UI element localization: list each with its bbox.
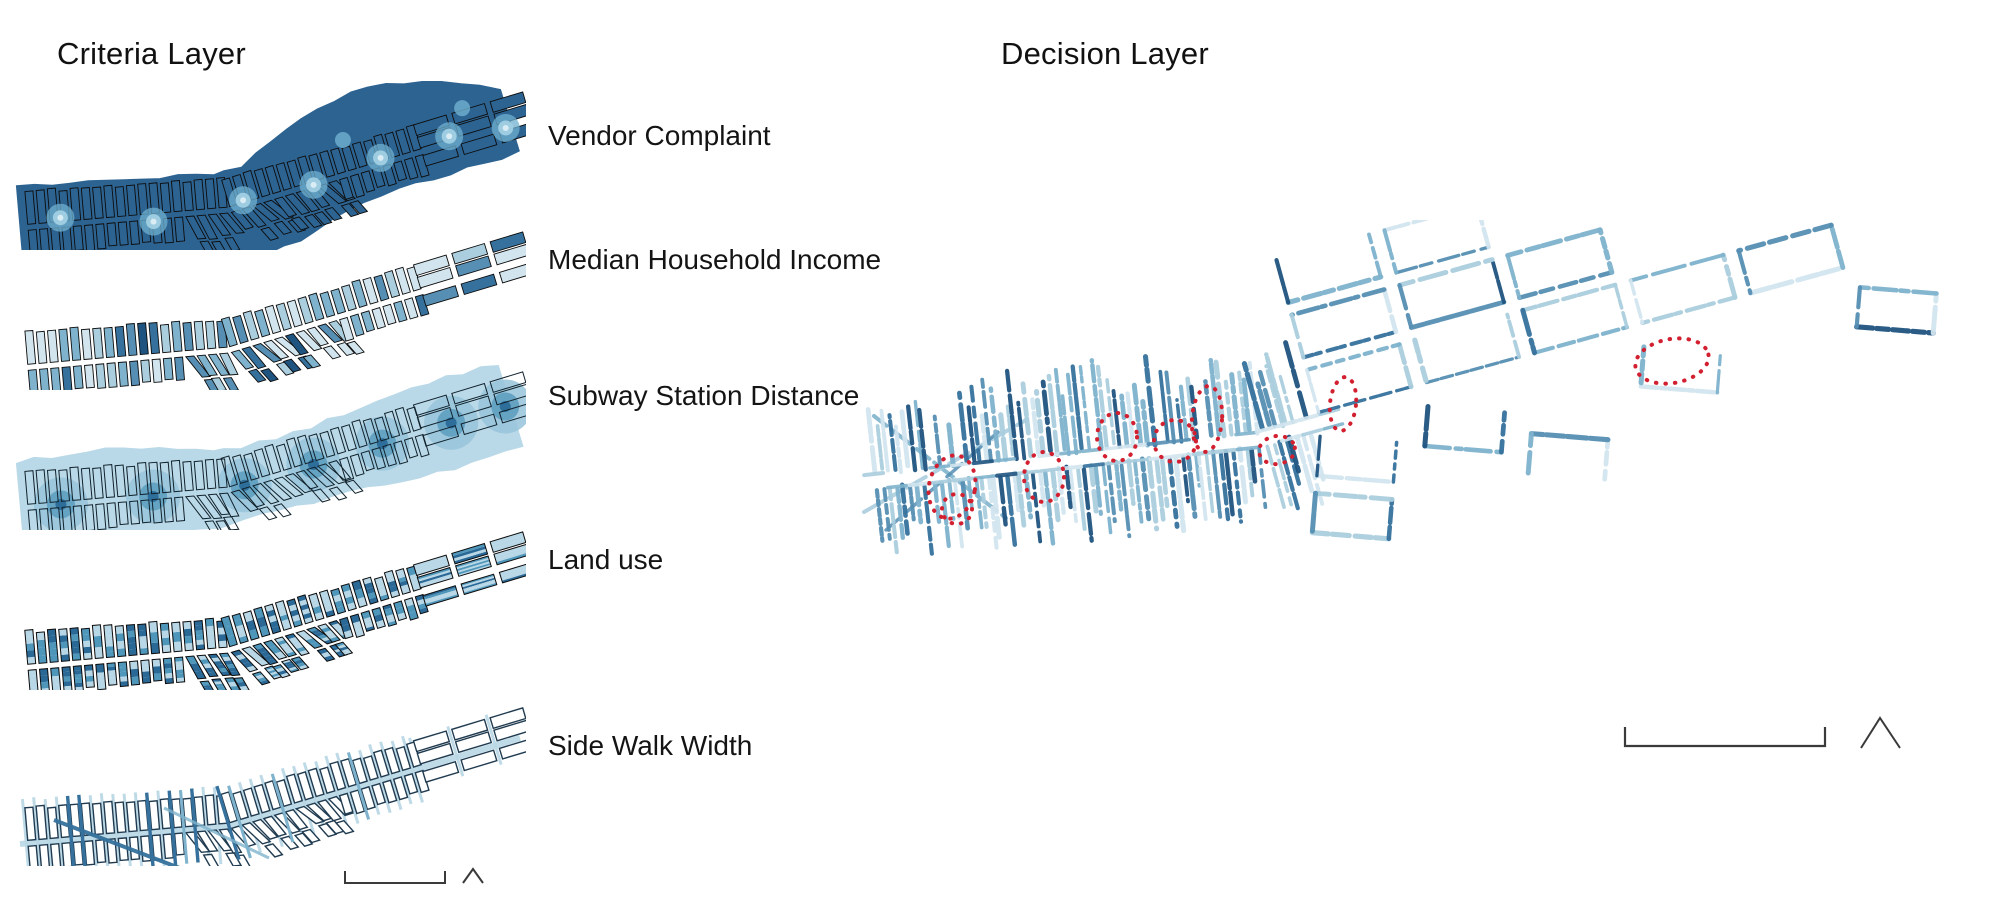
decision-layer-title: Decision Layer xyxy=(1001,35,1209,71)
decision-north-arrow-icon xyxy=(1860,716,1901,749)
decision-highlight-circle xyxy=(1095,411,1139,463)
decision-scale-bar xyxy=(1623,727,1827,748)
decision-highlight-circle xyxy=(1633,336,1711,386)
map-label-subway-station-distance: Subway Station Distance xyxy=(548,380,860,411)
land-use-map xyxy=(24,531,526,690)
criteria-north-arrow-icon xyxy=(462,867,484,884)
decision-map xyxy=(862,220,1939,556)
decision-highlight-circle xyxy=(1327,375,1359,433)
subway-station-distance-map xyxy=(15,365,526,530)
decision-highlight-circle xyxy=(1257,433,1297,467)
decision-highlight-circle xyxy=(1152,418,1198,464)
decision-highlight-circle xyxy=(1189,384,1225,454)
decision-highlight-circle xyxy=(926,453,978,521)
criteria-scale-bar xyxy=(344,871,446,884)
map-label-side-walk-width: Side Walk Width xyxy=(548,730,753,761)
decision-highlight-circle xyxy=(1022,450,1066,504)
map-label-land-use: Land use xyxy=(548,544,664,575)
map-label-median-household-income: Median Household Income xyxy=(548,244,882,275)
map-label-vendor-complaint: Vendor Complaint xyxy=(548,120,771,151)
decision-highlight-circle xyxy=(940,492,974,526)
criteria-annotations xyxy=(344,867,484,884)
median-household-income-map xyxy=(24,231,526,390)
side-walk-width-map xyxy=(19,707,526,866)
decision-annotations xyxy=(1623,716,1901,749)
criteria-layer-title: Criteria Layer xyxy=(57,35,246,71)
vendor-complaint-map xyxy=(15,81,526,250)
